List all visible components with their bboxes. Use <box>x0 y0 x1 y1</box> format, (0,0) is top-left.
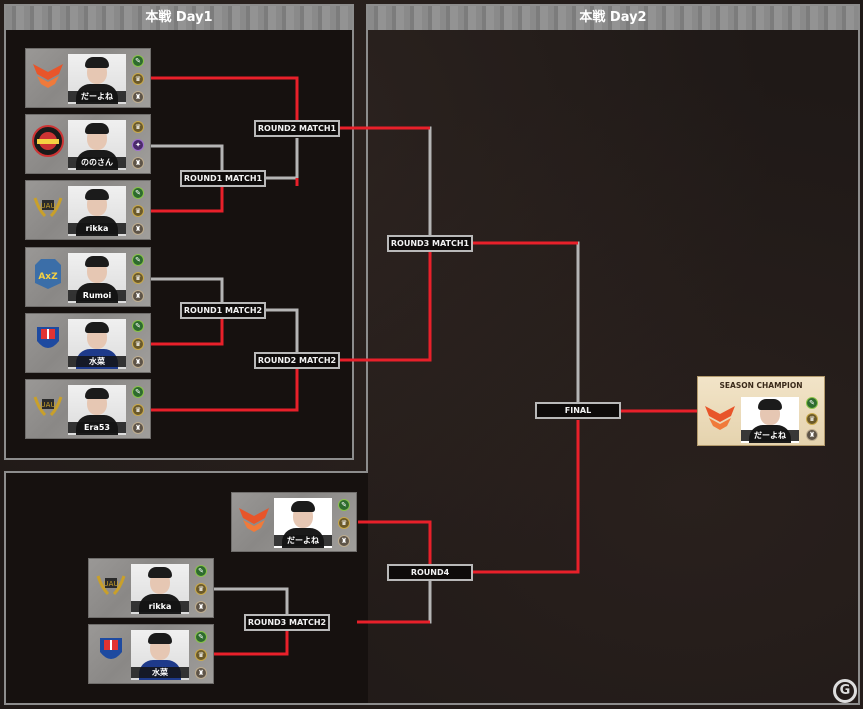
round3-match2-label[interactable]: ROUND3 MATCH2 <box>244 614 330 631</box>
day2-title: 本戦 Day2 <box>368 6 858 30</box>
crown-icon: ♛ <box>132 272 144 284</box>
blue-red-crest-logo <box>93 633 129 669</box>
crown-icon: ♛ <box>132 73 144 85</box>
player-name: 水菜 <box>68 356 126 367</box>
player-name: Era53 <box>68 422 126 433</box>
player-name: だーよね <box>68 91 126 102</box>
tier-icon: ♜ <box>338 535 350 547</box>
tier-icon: ♜ <box>806 429 818 441</box>
player-card-rikka-lower[interactable]: UAU rikka ✎ ♛ ♜ <box>88 558 214 618</box>
crown-icon: ♛ <box>132 338 144 350</box>
gold-laurel-logo: UAU <box>30 388 66 424</box>
round1-match2-label[interactable]: ROUND1 MATCH2 <box>180 302 266 319</box>
round1-match1-label[interactable]: ROUND1 MATCH1 <box>180 170 266 187</box>
orange-wings-logo <box>236 501 272 537</box>
tier-icon: ♜ <box>132 422 144 434</box>
orange-wings-logo <box>30 57 66 93</box>
player-card-dayoune-lower[interactable]: だーよね ✎ ♛ ♜ <box>231 492 357 552</box>
role-icon: ✎ <box>338 499 350 511</box>
svg-text:AxZ: AxZ <box>38 272 58 282</box>
gamer-logo-watermark: G <box>833 679 857 703</box>
gold-laurel-logo: UAU <box>30 189 66 225</box>
season-champion-title: SEASON CHAMPION <box>719 381 803 390</box>
round2-match2-label[interactable]: ROUND2 MATCH2 <box>254 352 340 369</box>
role-icon: ✎ <box>132 386 144 398</box>
role-icon: ✎ <box>132 187 144 199</box>
axiz-logo: AxZ <box>30 256 66 292</box>
crown-icon: ♛ <box>195 649 207 661</box>
svg-text:UAU: UAU <box>40 401 55 409</box>
crown-icon: ♛ <box>806 413 818 425</box>
crown-icon: ♛ <box>338 517 350 529</box>
player-name: だーよね <box>274 535 332 546</box>
gold-laurel-logo: UAU <box>93 567 129 603</box>
role-icon: ✎ <box>195 565 207 577</box>
final-label[interactable]: FINAL <box>535 402 621 419</box>
round3-match1-label[interactable]: ROUND3 MATCH1 <box>387 235 473 252</box>
player-card-mizuna[interactable]: 水菜 ✎ ♛ ♜ <box>25 313 151 373</box>
player-card-rumoi[interactable]: AxZ Rumoi ✎ ♛ ♜ <box>25 247 151 307</box>
tier-icon: ♜ <box>132 356 144 368</box>
svg-text:UAU: UAU <box>103 580 118 588</box>
player-card-mizuna-lower[interactable]: 水菜 ✎ ♛ ♜ <box>88 624 214 684</box>
day1-title: 本戦 Day1 <box>6 6 352 30</box>
player-name: ののさん <box>68 157 126 168</box>
role-icon: ✎ <box>132 55 144 67</box>
tier-icon: ♜ <box>132 91 144 103</box>
season-champion-card[interactable]: SEASON CHAMPION だーよね ✎ ♛ ♜ <box>697 376 825 446</box>
role-icon: ✎ <box>132 254 144 266</box>
player-name: Rumoi <box>68 290 126 301</box>
crown-icon: ♛ <box>132 205 144 217</box>
tier-icon: ♜ <box>195 601 207 613</box>
player-name: rikka <box>131 601 189 612</box>
player-name: 水菜 <box>131 667 189 678</box>
player-card-dayoune[interactable]: だーよね ✎ ♛ ♜ <box>25 48 151 108</box>
svg-text:UAU: UAU <box>40 202 55 210</box>
crown-icon: ♛ <box>195 583 207 595</box>
player-card-nonosan[interactable]: ののさん ♛ ✦ ♜ <box>25 114 151 174</box>
tier-icon: ♜ <box>195 667 207 679</box>
red-round-emblem-logo <box>30 123 66 159</box>
round2-match1-label[interactable]: ROUND2 MATCH1 <box>254 120 340 137</box>
player-name: rikka <box>68 223 126 234</box>
role-icon: ✎ <box>195 631 207 643</box>
blue-red-crest-logo <box>30 322 66 358</box>
player-name: だーよね <box>741 430 799 441</box>
crown-icon: ♛ <box>132 121 144 133</box>
day2-panel: 本戦 Day2 <box>366 4 860 705</box>
orange-wings-logo <box>702 399 738 435</box>
role-icon: ✎ <box>806 397 818 409</box>
player-card-rikka[interactable]: UAU rikka ✎ ♛ ♜ <box>25 180 151 240</box>
round4-label[interactable]: ROUND4 <box>387 564 473 581</box>
player-card-era53[interactable]: UAU Era53 ✎ ♛ ♜ <box>25 379 151 439</box>
tier-icon: ♜ <box>132 157 144 169</box>
role-icon: ✎ <box>132 320 144 332</box>
mythic-icon: ✦ <box>132 139 144 151</box>
tier-icon: ♜ <box>132 223 144 235</box>
crown-icon: ♛ <box>132 404 144 416</box>
tier-icon: ♜ <box>132 290 144 302</box>
